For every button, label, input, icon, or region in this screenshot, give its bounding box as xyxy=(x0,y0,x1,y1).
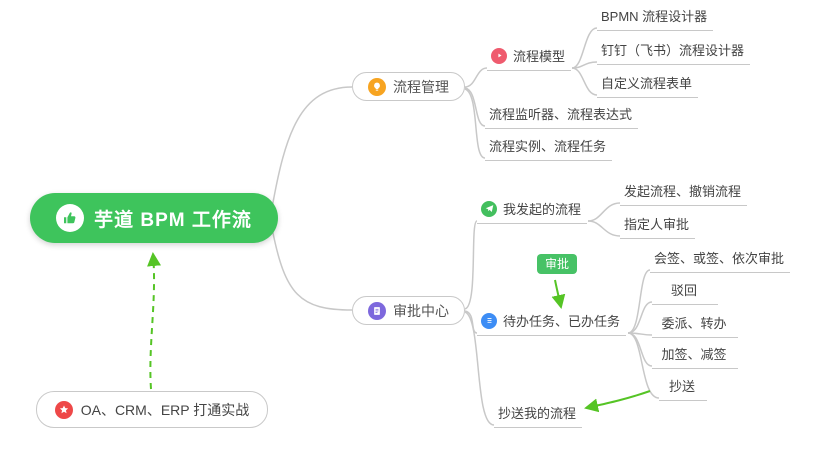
root-label: 芋道 BPM 工作流 xyxy=(94,209,252,231)
cc-arrow xyxy=(584,390,651,413)
leaf-process-listener[interactable]: 流程监听器、流程表达式 xyxy=(485,104,639,129)
badge-arrow xyxy=(551,279,566,309)
edge-process-listener xyxy=(464,87,486,127)
root-node[interactable]: 芋道 BPM 工作流 xyxy=(30,193,278,243)
leaf-addsign-label: 加签、减签 xyxy=(661,347,727,362)
leaf-custom-form-label: 自定义流程表单 xyxy=(601,76,693,91)
leaf-delegate-label: 委派、转办 xyxy=(661,316,727,331)
leaf-cc-my-process[interactable]: 抄送我的流程 xyxy=(494,403,583,428)
leaf-process-listener-label: 流程监听器、流程表达式 xyxy=(489,107,633,122)
branch-process-management[interactable]: 流程管理 xyxy=(352,72,465,101)
leaf-dingtalk-designer[interactable]: 钉钉（飞书）流程设计器 xyxy=(597,40,751,65)
practice-label: OA、CRM、ERP 打通实战 xyxy=(80,401,250,418)
process-model-label: 流程模型 xyxy=(513,49,566,64)
leaf-process-instance[interactable]: 流程实例、流程任务 xyxy=(485,136,613,161)
leaf-countersign[interactable]: 会签、或签、依次审批 xyxy=(650,248,791,273)
leaf-initiate-cancel-label: 发起流程、撤销流程 xyxy=(624,184,742,199)
leaf-assignee-approval[interactable]: 指定人审批 xyxy=(620,214,696,239)
process-model-icon xyxy=(491,47,507,64)
leaf-custom-form[interactable]: 自定义流程表单 xyxy=(597,73,699,98)
list-icon xyxy=(481,312,497,329)
edge-process-instance xyxy=(464,88,486,159)
leaf-delegate[interactable]: 委派、转办 xyxy=(652,313,738,338)
node-process-model[interactable]: 流程模型 xyxy=(487,46,572,71)
edge-root-process xyxy=(271,86,353,209)
leaf-bpmn-designer[interactable]: BPMN 流程设计器 xyxy=(597,6,714,31)
leaf-cc-my-process-label: 抄送我的流程 xyxy=(498,406,577,421)
node-my-initiated[interactable]: 我发起的流程 xyxy=(477,199,588,224)
leaf-countersign-label: 会签、或签、依次审批 xyxy=(654,251,785,266)
edge-approval-ccmy xyxy=(464,311,495,426)
edge-model-custom xyxy=(571,67,598,96)
edge-my-assignee xyxy=(587,220,621,237)
leaf-cc[interactable]: 抄送 xyxy=(659,376,707,401)
branch-process-label: 流程管理 xyxy=(393,78,449,95)
edge-todo-reject xyxy=(627,301,653,334)
edge-todo-addsign xyxy=(627,332,653,367)
approval-badge-label: 审批 xyxy=(545,257,570,271)
leaf-reject-label: 驳回 xyxy=(670,283,697,298)
leaf-addsign[interactable]: 加签、减签 xyxy=(652,344,738,369)
branch-approval-center[interactable]: 审批中心 xyxy=(352,296,465,325)
edge-model-bpmn xyxy=(571,27,598,69)
lightbulb-icon xyxy=(368,77,386,96)
leaf-assignee-approval-label: 指定人审批 xyxy=(624,217,690,232)
practice-dashed-arrow xyxy=(147,252,162,390)
leaf-reject[interactable]: 驳回 xyxy=(652,280,718,305)
node-my-initiated-label: 我发起的流程 xyxy=(503,202,582,217)
practice-node[interactable]: OA、CRM、ERP 打通实战 xyxy=(36,391,268,428)
thumbs-up-icon xyxy=(56,204,85,232)
branch-approval-label: 审批中心 xyxy=(393,302,449,319)
edge-process-model xyxy=(464,67,488,88)
edge-approval-my xyxy=(464,220,478,310)
document-icon xyxy=(368,301,386,320)
star-icon xyxy=(54,400,73,419)
edge-model-dingtalk xyxy=(571,61,598,69)
edge-root-approval xyxy=(271,227,353,311)
send-icon xyxy=(481,200,497,217)
leaf-bpmn-designer-label: BPMN 流程设计器 xyxy=(601,9,708,24)
node-todo-done-label: 待办任务、已办任务 xyxy=(503,314,621,329)
node-todo-done[interactable]: 待办任务、已办任务 xyxy=(477,311,627,336)
leaf-initiate-cancel[interactable]: 发起流程、撤销流程 xyxy=(620,181,748,206)
edge-todo-cc xyxy=(627,332,660,399)
edge-my-initiate xyxy=(587,202,621,222)
leaf-cc-label: 抄送 xyxy=(668,379,695,394)
edge-todo-countersign xyxy=(627,269,651,334)
approval-badge[interactable]: 审批 xyxy=(537,254,578,274)
leaf-process-instance-label: 流程实例、流程任务 xyxy=(489,139,607,154)
leaf-dingtalk-designer-label: 钉钉（飞书）流程设计器 xyxy=(601,43,745,58)
